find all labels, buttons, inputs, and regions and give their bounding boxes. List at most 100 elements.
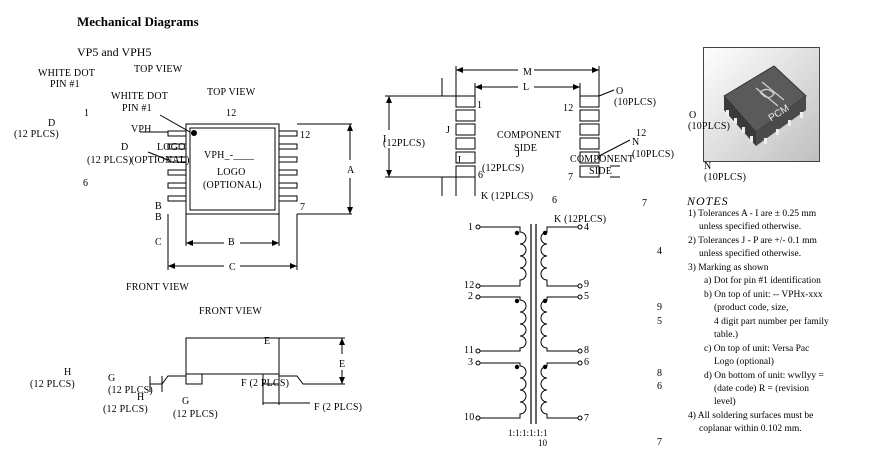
note-line: level): [714, 397, 736, 407]
schem-ghost-right: 7: [657, 437, 663, 448]
component-ghost-l2: SIDE: [589, 166, 613, 177]
note-line: (date code) R = (revision: [714, 384, 810, 394]
front-g-plcs-label: (12 PLCS): [173, 409, 218, 420]
dim-m-label: M: [523, 67, 533, 78]
front-e-top: E: [264, 336, 271, 347]
pin-12-right: 12: [300, 130, 311, 141]
schem-pin-right: 8: [584, 345, 590, 356]
dim-arrowheads-front: [339, 338, 345, 384]
note-line: 2) Tolerances J - P are +/- 0.1 mm: [688, 236, 817, 246]
note-line: (product code, size,: [714, 303, 789, 313]
dim-arrowheads-top: [168, 124, 353, 269]
front-g-plcs-ghost: (12 PLCS): [108, 385, 153, 396]
note-line: b) On top of unit: -- VPHx-xxx: [704, 290, 823, 300]
photo-n-plcs: (10PLCS): [704, 172, 747, 183]
schem-pin-left: 3: [468, 357, 474, 368]
top-view-heading: TOP VIEW: [207, 87, 256, 98]
photo-o-label: O: [689, 110, 697, 121]
schem-pin-right: 6: [584, 357, 590, 368]
cv-pin-12: 12: [563, 103, 574, 114]
dim-n-label: N: [632, 137, 640, 148]
front-h-plcs-label: (12 PLCS): [103, 404, 148, 415]
cv-pin-6b: 6: [552, 195, 558, 206]
label-b-ghost: B: [155, 201, 162, 212]
component-side-l1: COMPONENT: [497, 130, 562, 141]
dim-j-plcs: (12PLCS): [383, 138, 426, 149]
dim-j-mid: J: [516, 149, 521, 160]
note-line: unless specified otherwise.: [699, 222, 802, 232]
front-view-body: [149, 337, 345, 405]
note-line: table.): [714, 330, 739, 340]
dim-arrowheads-component: [386, 67, 599, 177]
top-view-body: [185, 123, 280, 215]
top-view-heading-ghost: TOP VIEW: [134, 64, 183, 75]
photo-o-plcs: (10PLCS): [688, 121, 731, 132]
pin1-dot: [191, 130, 197, 136]
dim-k-label: K (12PLCS): [481, 191, 534, 202]
pin-6-ghost: 6: [83, 178, 89, 189]
terminal-circles: [475, 224, 583, 421]
top-view-right-pins: [278, 130, 298, 202]
white-dot-ghost-label-2: PIN #1: [50, 79, 80, 90]
component-ghost-l1: COMPONENT: [570, 154, 635, 165]
photo-n-label: N: [704, 161, 712, 172]
dim-j2-plcs: (12PLCS): [482, 163, 525, 174]
front-h-label: H: [137, 392, 145, 403]
note-line: c) On top of unit: Versa Pac: [704, 344, 810, 354]
schem-pin-right: 5: [584, 291, 590, 302]
schem-pin-left: 1: [468, 222, 474, 233]
subtitle: VP5 and VPH5: [77, 45, 152, 59]
schem-pin-left: 11: [464, 345, 475, 356]
top-view-inner: [189, 127, 276, 211]
pin-12-top: 12: [226, 108, 237, 119]
dim-o-plcs: (10PLCS): [614, 97, 657, 108]
page-title: Mechanical Diagrams: [77, 14, 199, 29]
schem-pin-right: 9: [584, 279, 590, 290]
cv-pin-6: 6: [478, 170, 484, 181]
note-line: d) On bottom of unit: wwllyy =: [704, 371, 824, 381]
front-view-heading: FRONT VIEW: [199, 306, 263, 317]
schem-ghost-right: 8: [657, 368, 663, 379]
white-dot-label-2: PIN #1: [122, 103, 152, 114]
schem-pin-left: 2: [468, 291, 474, 302]
logo-ghost: LOGO: [157, 142, 186, 153]
note-line: 4 digit part number per family: [714, 317, 829, 327]
cv-pin-7b: 7: [642, 198, 648, 209]
note-line: 1) Tolerances A - I are ± 0.25 mm: [688, 209, 817, 219]
dim-a-label: A: [347, 165, 355, 176]
dim-i-label: I: [383, 134, 387, 145]
pin-1-ghost: 1: [84, 108, 90, 119]
white-dot-ghost-label-1: WHITE DOT: [38, 68, 96, 79]
schem-ratio-num: 10: [538, 438, 547, 448]
dim-c-label: C: [229, 262, 236, 273]
schem-ghost-right: 4: [657, 246, 663, 257]
dim-o-label: O: [616, 86, 624, 97]
note-line: unless specified otherwise.: [699, 249, 802, 259]
dim-j-label: J: [446, 125, 451, 136]
white-dot-label-1: WHITE DOT: [111, 91, 169, 102]
label-d-ghost: D: [48, 118, 56, 129]
label-b-ghost2: B: [155, 212, 162, 223]
front-g-ghost: G: [108, 373, 116, 384]
front-g-label: G: [182, 396, 190, 407]
product-photo: PCM: [703, 47, 820, 162]
dim-k-ghost: K (12PLCS): [554, 214, 607, 225]
front-h-ghost: H: [64, 367, 72, 378]
transformer-schematic: [478, 224, 580, 424]
pin-7: 7: [300, 202, 306, 213]
schem-ghost-right: 6: [657, 381, 663, 392]
schem-ghost-right: 5: [657, 316, 663, 327]
label-d-plcs: (12 PLCS): [87, 155, 132, 166]
note-line: Logo (optional): [714, 357, 774, 367]
dim-n-plcs: (10PLCS): [632, 149, 675, 160]
schem-pin-right: 4: [584, 222, 590, 233]
winding-dots: [514, 230, 548, 370]
label-d-plcs-ghost: (12 PLCS): [14, 129, 59, 140]
logo-ghost-2: (OPTIONAL): [131, 155, 190, 166]
component-side-pads: [385, 66, 631, 196]
dim-j2-label: J: [457, 155, 462, 166]
dim-l-label: L: [523, 82, 530, 93]
schem-pin-left: 12: [464, 280, 475, 291]
front-h-plcs-ghost: (12 PLCS): [30, 379, 75, 390]
note-line: a) Dot for pin #1 identification: [704, 276, 821, 286]
